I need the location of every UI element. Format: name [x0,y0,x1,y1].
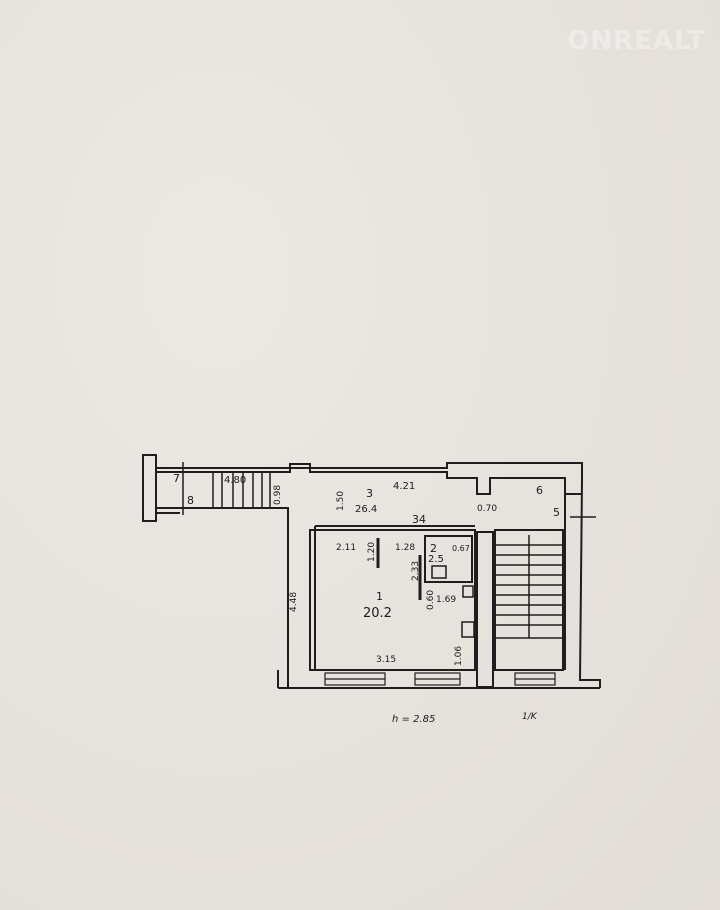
room-1-outline [309,529,476,671]
dimension: 1.69 [436,595,456,605]
bathtub [431,565,447,579]
wall-left-stub [142,454,157,522]
dimension: 0.67 [452,544,470,553]
watermark-logo: ONREALT [567,26,706,56]
dimension: 1.20 [367,542,377,562]
dimension: 1.28 [395,543,415,553]
dimension: 0.60 [426,590,436,610]
wall-top [156,462,583,480]
room-number: 1 [376,590,383,603]
room-number: 2 [430,542,437,555]
dimension: 34 [412,513,426,526]
dimension: 1.50 [336,491,346,511]
wall-right [578,479,601,688]
stair-right [495,535,563,639]
dimension: 2.11 [336,543,356,553]
stair-left [182,462,271,515]
room-number: 5 [553,506,560,519]
stairwell [494,529,564,671]
dimension: 0.98 [273,485,283,505]
bathroom-outline [424,535,473,583]
area-room-3: 26.4 [355,504,377,515]
dimension: 0.70 [477,504,497,514]
room-number: 6 [536,484,543,497]
area-room-2: 2.5 [428,554,444,565]
sink-icon [462,585,474,598]
dimension: 1.06 [454,646,464,666]
wall-corridor [156,507,289,688]
wall-top-inner [156,463,582,495]
room-number: 3 [366,487,373,500]
ceiling-height: h = 2.85 [392,714,435,725]
dimension: 3.15 [376,655,396,665]
room-number: 7 [173,472,180,485]
sheet-mark: 1/K [522,712,538,722]
dimension: 2.33 [411,561,421,581]
dimension: 4.80 [224,475,246,486]
stove-icon [461,621,475,638]
windows [324,672,556,686]
dimension: 4.48 [289,592,299,612]
dimension: 4.21 [393,481,415,492]
room-number: 8 [187,494,194,507]
area-room-1: 20.2 [363,606,392,621]
wall-stair-side [476,531,494,688]
